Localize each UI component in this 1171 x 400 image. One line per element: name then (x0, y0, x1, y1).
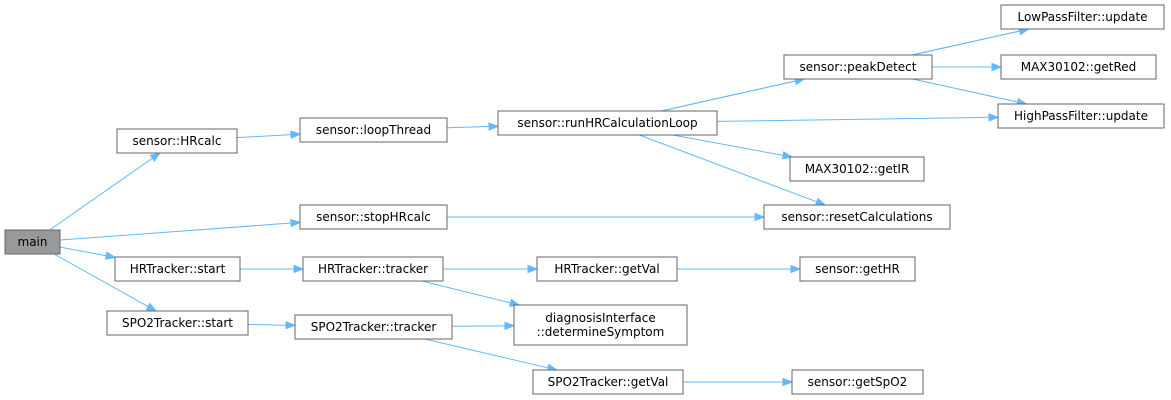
node-box-spo2tracker (294, 314, 453, 340)
node-label-hrstart: HRTracker::start (130, 262, 226, 276)
node-label-runloop: sensor::runHRCalculationLoop (517, 116, 697, 130)
node-getspo2[interactable]: sensor::getSpO2 (791, 369, 924, 395)
call-nodes: main sensor::HRcalcsensor::stopHRcalcHRTr… (4, 4, 1165, 395)
node-label-diag: diagnosisInterface (545, 311, 655, 325)
node-label-spo2start: SPO2Tracker::start (122, 316, 233, 330)
edge-main-to-stophrcalc (59, 222, 292, 241)
node-box-spo2getval (532, 369, 684, 395)
node-box-reset (763, 204, 951, 230)
node-label-spo2getval: SPO2Tracker::getVal (548, 375, 669, 389)
arrowhead-main-to-spo2start (145, 302, 158, 312)
arrowhead-spo2getval-to-getspo2 (782, 377, 794, 387)
node-loopthread[interactable]: sensor::loopThread (299, 117, 448, 143)
node-box-runloop (497, 110, 718, 136)
node-hrcalc[interactable]: sensor::HRcalc (116, 128, 238, 154)
edge-spo2start-to-spo2tracker (247, 323, 287, 326)
node-box-getir (789, 156, 925, 182)
arrowhead-runloop-to-reset (814, 197, 827, 206)
arrowhead-hrstart-to-hrtracker (293, 264, 305, 274)
arrowhead-spo2start-to-spo2tracker (285, 320, 297, 330)
node-label-hrgetval: HRTracker::getVal (554, 262, 659, 276)
arrowhead-main-to-hrcalc (149, 152, 161, 162)
node-spo2tracker[interactable]: SPO2Tracker::tracker (294, 314, 453, 340)
edge-runloop-to-getir (672, 134, 784, 156)
node-box-hrtracker (302, 256, 444, 282)
node-box-diag (513, 304, 688, 346)
node-hrgetval[interactable]: HRTracker::getVal (536, 256, 678, 282)
node-stophrcalc[interactable]: sensor::stopHRcalc (299, 204, 448, 230)
node-box-peak (783, 54, 933, 80)
node-label-loopthread: sensor::loopThread (316, 123, 431, 137)
arrowhead-peak-to-getred (991, 62, 1003, 72)
node-spo2start[interactable]: SPO2Tracker::start (106, 310, 249, 336)
node-box-main (4, 229, 61, 255)
edge-main-to-hrcalc (49, 157, 153, 231)
node-runloop[interactable]: sensor::runHRCalculationLoop (497, 110, 718, 136)
node-label-peak: sensor::peakDetect (800, 60, 917, 74)
node-label-getir: MAX30102::getIR (805, 162, 910, 176)
call-edges (49, 26, 1031, 387)
edge-hrcalc-to-loopthread (236, 134, 292, 139)
edge-peak-to-lowpass (911, 30, 1020, 56)
node-label-getred: MAX30102::getRed (1021, 60, 1137, 74)
node-box-hrstart (114, 256, 241, 282)
node-label-lowpass: LowPassFilter::update (1017, 10, 1147, 24)
arrowhead-stophrcalc-to-reset (754, 212, 766, 222)
node-highpass[interactable]: HighPassFilter::update (997, 103, 1165, 129)
edge-peak-to-highpass (912, 78, 1018, 103)
node-box-hrgetval (536, 256, 678, 282)
node-gethr[interactable]: sensor::getHR (799, 256, 916, 282)
node-label-hrcalc: sensor::HRcalc (133, 134, 222, 148)
arrowhead-main-to-hrstart (104, 251, 117, 260)
node-diag[interactable]: diagnosisInterface::determineSymptom (513, 304, 688, 346)
arrowhead-hrgetval-to-gethr (790, 264, 802, 274)
arrowhead-spo2tracker-to-diag (504, 321, 516, 331)
node-box-hrcalc (116, 128, 238, 154)
node-label-main: main (18, 235, 48, 249)
node-box-highpass (997, 103, 1165, 129)
node-box-spo2start (106, 310, 249, 336)
edge-runloop-to-peak (661, 80, 796, 112)
node-label-getspo2: sensor::getSpO2 (808, 375, 908, 389)
node-box-lowpass (1000, 4, 1165, 30)
node-box-gethr (799, 256, 916, 282)
node-reset[interactable]: sensor::resetCalculations (763, 204, 951, 230)
edge-main-to-spo2start (53, 253, 149, 308)
edge-hrtracker-to-diag (421, 280, 511, 304)
node-label-highpass: HighPassFilter::update (1014, 109, 1148, 123)
node-hrstart[interactable]: HRTracker::start (114, 256, 241, 282)
node-main: main (4, 229, 61, 255)
arrowhead-runloop-to-highpass (988, 113, 1000, 122)
node-hrtracker[interactable]: HRTracker::tracker (302, 256, 444, 282)
node-label-spo2tracker: SPO2Tracker::tracker (311, 320, 437, 334)
node-getir[interactable]: MAX30102::getIR (789, 156, 925, 182)
node-box-stophrcalc (299, 204, 448, 230)
node-peak[interactable]: sensor::peakDetect (783, 54, 933, 80)
node-label-hrtracker: HRTracker::tracker (318, 262, 428, 276)
edge-runloop-to-highpass (716, 116, 990, 122)
edge-runloop-to-reset (639, 134, 817, 203)
arrowhead-main-to-stophrcalc (290, 218, 302, 228)
node-box-getred (1000, 54, 1157, 80)
arrowhead-loopthread-to-runloop (488, 122, 500, 131)
node-label-diag: ::determineSymptom (537, 325, 665, 339)
arrowhead-hrcalc-to-loopthread (290, 130, 302, 139)
node-label-reset: sensor::resetCalculations (781, 210, 932, 224)
node-box-getspo2 (791, 369, 924, 395)
node-box-loopthread (299, 117, 448, 143)
edge-spo2tracker-to-spo2getval (424, 338, 549, 369)
node-getred[interactable]: MAX30102::getRed (1000, 54, 1157, 80)
node-lowpass[interactable]: LowPassFilter::update (1000, 4, 1165, 30)
node-spo2getval[interactable]: SPO2Tracker::getVal (532, 369, 684, 395)
arrowhead-hrtracker-to-hrgetval (527, 264, 539, 274)
node-label-stophrcalc: sensor::stopHRcalc (316, 210, 431, 224)
node-label-gethr: sensor::getHR (815, 262, 900, 276)
edge-loopthread-to-runloop (446, 126, 490, 129)
edge-main-to-hrstart (59, 246, 107, 257)
